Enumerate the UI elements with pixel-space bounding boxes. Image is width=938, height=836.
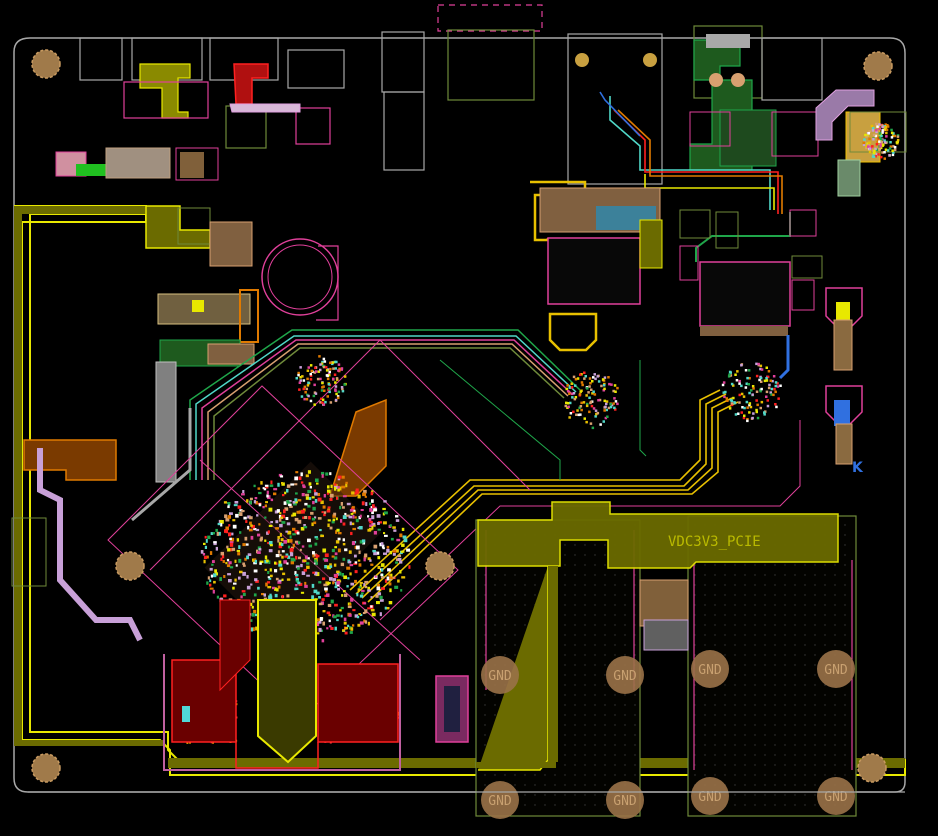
gnd-label: GND: [613, 669, 637, 684]
gnd-label: GND: [698, 663, 722, 678]
trace-bundle-top: [599, 91, 783, 214]
trace-bus-diagonal: [131, 329, 581, 522]
gnd-label: GND: [613, 794, 637, 809]
mounting-hole: [115, 551, 145, 581]
mounting-hole: [857, 753, 887, 783]
gnd-pad[interactable]: GND: [691, 650, 729, 688]
gnd-label: GND: [824, 790, 848, 805]
gnd-pad[interactable]: GND: [481, 656, 519, 694]
gnd-label: GND: [698, 790, 722, 805]
power-plane-label: VDC3V3_PCIE: [668, 534, 761, 550]
mounting-hole: [31, 753, 61, 783]
mounting-hole: [425, 551, 455, 581]
mounting-holes: [31, 49, 893, 783]
gnd-pads: GND GND GND GND GND GND GND GND: [481, 650, 855, 819]
trace-bus-yellow: [349, 389, 739, 603]
gnd-pad[interactable]: GND: [606, 781, 644, 819]
copper-flood-orange: [328, 398, 387, 497]
gnd-pad[interactable]: GND: [817, 650, 855, 688]
gnd-label: GND: [824, 663, 848, 678]
power-plane-vdc3v3-pcie[interactable]: [477, 501, 839, 569]
gnd-pad[interactable]: GND: [817, 777, 855, 815]
gnd-pad[interactable]: GND: [481, 781, 519, 819]
gnd-pad[interactable]: GND: [606, 656, 644, 694]
top-connectors: [79, 25, 823, 185]
svg-text:K: K: [852, 460, 864, 476]
gnd-label: GND: [488, 794, 512, 809]
gnd-pad[interactable]: GND: [691, 777, 729, 815]
keepout-region: [437, 4, 543, 32]
gnd-label: GND: [488, 669, 512, 684]
mounting-hole: [31, 49, 61, 79]
mounting-hole: [863, 51, 893, 81]
memory-region-yellow: [257, 599, 317, 764]
